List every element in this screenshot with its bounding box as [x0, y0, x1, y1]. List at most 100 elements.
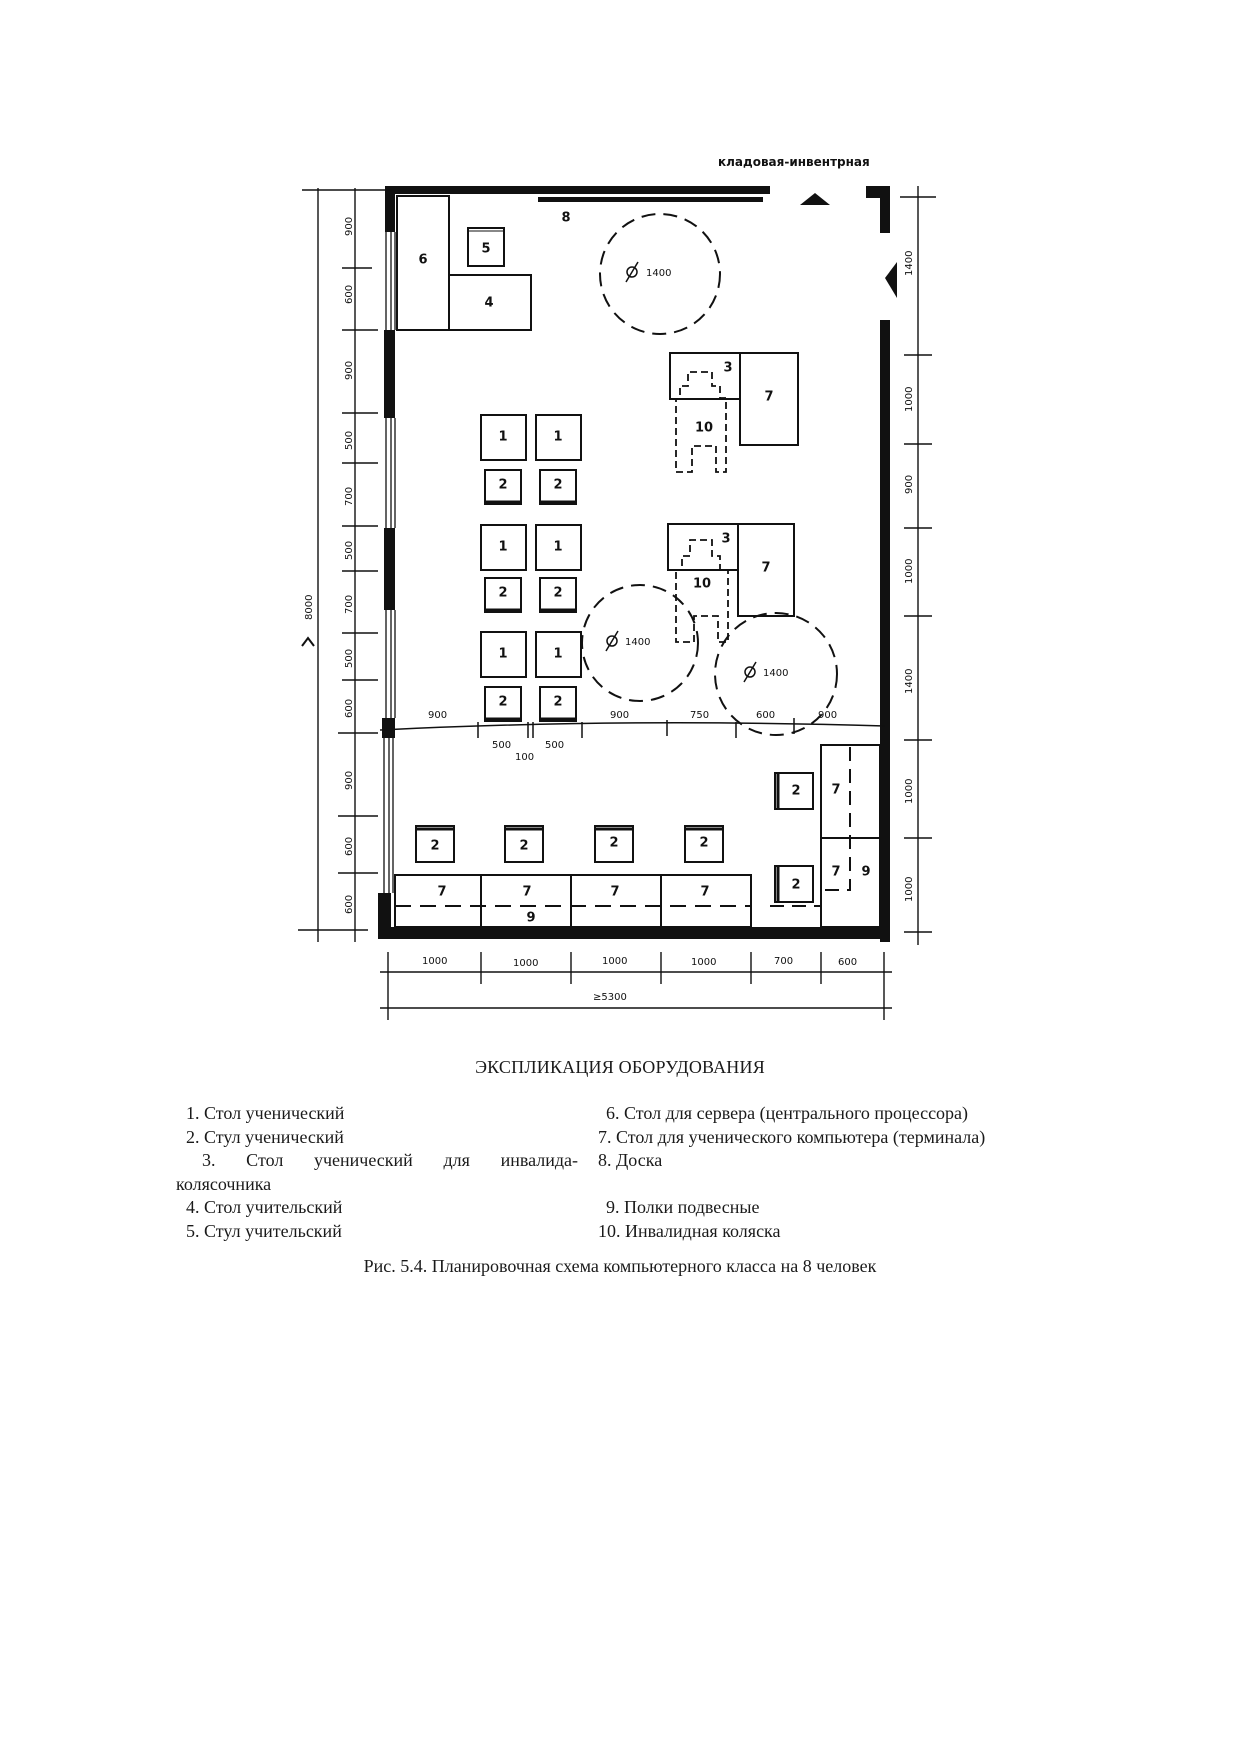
svg-text:1: 1	[498, 540, 507, 555]
figure-caption: Рис. 5.4. Планировочная схема компьютерн…	[363, 1256, 877, 1276]
svg-text:1000: 1000	[691, 957, 716, 968]
svg-text:10: 10	[695, 421, 713, 436]
wall-top	[385, 186, 770, 194]
door-arrow-up-icon	[800, 193, 830, 205]
svg-text:3: 3	[723, 361, 732, 376]
svg-text:3: 3	[721, 532, 730, 547]
legend-item: 1. Стол ученический	[186, 1103, 345, 1123]
svg-text:500: 500	[344, 431, 355, 450]
svg-text:1000: 1000	[513, 958, 538, 969]
svg-text:7: 7	[522, 885, 531, 900]
svg-text:1: 1	[553, 647, 562, 662]
svg-text:900: 900	[610, 710, 629, 721]
legend-right-column: 6. Стол для сервера (центрального процес…	[598, 1102, 1068, 1243]
svg-text:9: 9	[526, 911, 535, 926]
svg-text:7: 7	[437, 885, 446, 900]
svg-text:600: 600	[344, 699, 355, 718]
turn-circles	[581, 213, 838, 736]
svg-text:1000: 1000	[422, 956, 447, 967]
svg-text:10: 10	[693, 577, 711, 592]
svg-text:4: 4	[484, 296, 493, 311]
legend-item: 8. Доска	[598, 1150, 663, 1170]
svg-text:2: 2	[699, 836, 708, 851]
terminal-column-right: 7 7 9 2 2	[770, 744, 881, 928]
svg-text:900: 900	[344, 361, 355, 380]
svg-text:900: 900	[344, 217, 355, 236]
svg-text:900: 900	[344, 771, 355, 790]
svg-text:1400: 1400	[904, 669, 915, 694]
wall-left-seg	[382, 718, 395, 738]
direction-arrow-icon	[301, 636, 315, 647]
svg-text:2: 2	[791, 784, 800, 799]
svg-text:7: 7	[761, 561, 770, 576]
svg-text:900: 900	[904, 475, 915, 494]
wall-left-seg	[384, 528, 395, 610]
svg-text:500: 500	[344, 649, 355, 668]
svg-text:7: 7	[700, 885, 709, 900]
svg-text:1000: 1000	[904, 387, 915, 412]
svg-text:1: 1	[498, 430, 507, 445]
wall-left-seg	[385, 186, 395, 232]
svg-text:6: 6	[418, 253, 427, 268]
circle-diameter: 1400	[625, 637, 650, 648]
svg-text:1: 1	[553, 540, 562, 555]
legend-item: 9. Полки подвесные	[606, 1197, 760, 1217]
svg-text:2: 2	[519, 839, 528, 854]
wall-right	[880, 320, 890, 942]
door-arrow-left-icon	[885, 262, 897, 298]
svg-text:2: 2	[498, 478, 507, 493]
right-dimensions	[900, 186, 936, 945]
legend-item: 2. Стул ученический	[186, 1126, 344, 1147]
svg-text:5: 5	[481, 242, 490, 257]
svg-text:7: 7	[831, 865, 840, 880]
legend-item: 10. Инвалидная коляска	[598, 1220, 781, 1241]
svg-text:1: 1	[553, 430, 562, 445]
accessible-workstation-1: 3 7 10	[669, 352, 799, 473]
wall-left-seg	[384, 330, 395, 418]
legend-item: 4. Стол учительский	[186, 1197, 343, 1217]
circle-diameter: 1400	[646, 268, 671, 279]
svg-text:600: 600	[344, 895, 355, 914]
wall-door-frame	[866, 186, 890, 233]
svg-text:700: 700	[774, 956, 793, 967]
svg-text:1400: 1400	[904, 251, 915, 276]
legend-item: 7. Стол для ученического компьютера (тер…	[598, 1126, 986, 1147]
svg-text:2: 2	[553, 586, 562, 601]
legend-left-column: 1. Стол ученический 2. Стул ученический …	[176, 1102, 578, 1243]
board-label: 8	[561, 211, 570, 226]
svg-text:2: 2	[553, 478, 562, 493]
svg-text:900: 900	[818, 710, 837, 721]
accessible-workstation-2: 3 7 10	[667, 523, 795, 643]
svg-text:7: 7	[831, 783, 840, 798]
svg-text:600: 600	[756, 710, 775, 721]
svg-text:2: 2	[430, 839, 439, 854]
svg-text:2: 2	[609, 836, 618, 851]
svg-text:2: 2	[498, 695, 507, 710]
svg-text:1000: 1000	[904, 779, 915, 804]
wall-bottom	[378, 927, 890, 939]
svg-text:2: 2	[498, 586, 507, 601]
student-desk-group: 1 1 2 2 1 1 2 2 1 1 2 2	[480, 414, 582, 722]
wall-left-seg	[378, 893, 391, 939]
left-dimensions	[298, 188, 392, 942]
floor-plan: кладовая-инвентрная 6 5	[298, 155, 936, 1020]
svg-text:100: 100	[515, 752, 534, 763]
teacher-chair	[467, 227, 505, 267]
terminal-row-bottom: 7 7 7 7 9	[394, 874, 752, 928]
legend-title: ЭКСПЛИКАЦИЯ ОБОРУДОВАНИЯ	[475, 1057, 765, 1077]
svg-text:600: 600	[838, 957, 857, 968]
svg-text:900: 900	[428, 710, 447, 721]
chair-row-bottom: 2 2 2 2	[415, 825, 724, 863]
svg-text:2: 2	[553, 695, 562, 710]
svg-text:500: 500	[545, 740, 564, 751]
legend-item: 5. Стул учительский	[186, 1220, 342, 1241]
svg-text:7: 7	[610, 885, 619, 900]
svg-text:9: 9	[861, 865, 870, 880]
total-length-label: 8000	[304, 595, 315, 620]
svg-text:1000: 1000	[602, 956, 627, 967]
server-desk	[396, 195, 450, 331]
board	[538, 197, 763, 202]
svg-text:750: 750	[690, 710, 709, 721]
svg-text:1000: 1000	[904, 559, 915, 584]
svg-text:7: 7	[764, 390, 773, 405]
